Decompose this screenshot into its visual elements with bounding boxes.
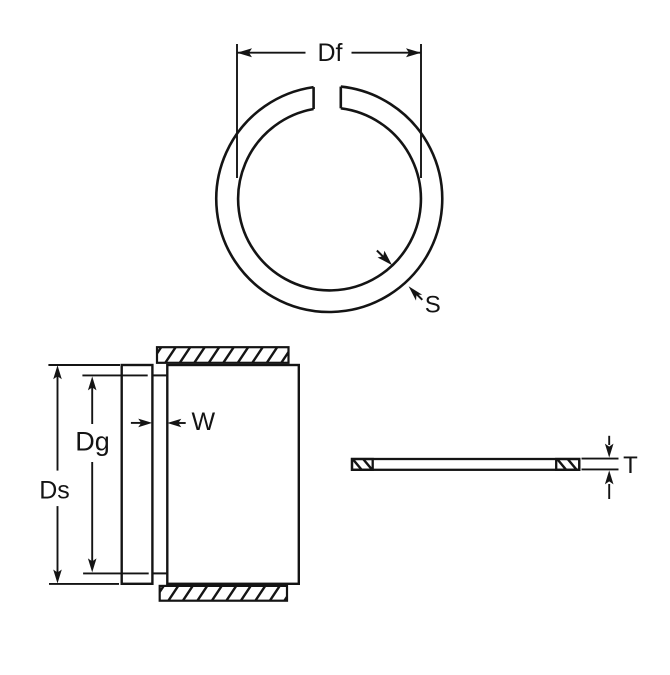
- svg-text:Dg: Dg: [75, 427, 110, 457]
- svg-text:Df: Df: [318, 39, 343, 67]
- svg-text:Ds: Ds: [39, 476, 70, 504]
- svg-text:T: T: [623, 452, 638, 479]
- svg-text:W: W: [192, 408, 216, 436]
- svg-text:S: S: [425, 292, 441, 319]
